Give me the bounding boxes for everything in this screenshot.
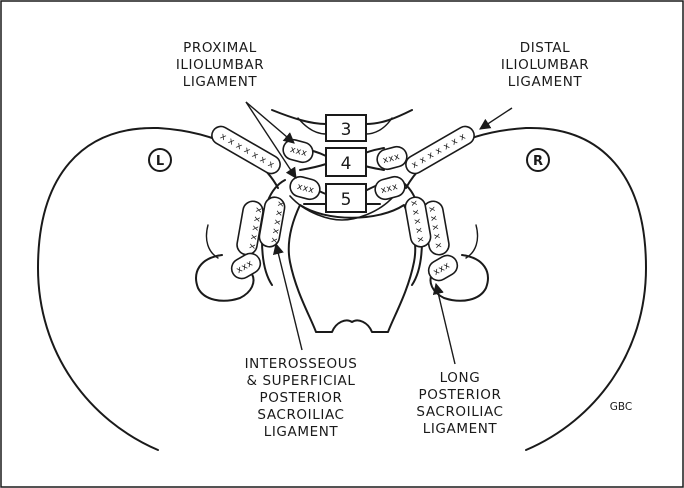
label-interosseous-superficial-ligament: INTEROSSEOUS & SUPERFICIAL POSTERIOR SAC… bbox=[216, 356, 386, 441]
label-proximal-iliolumbar-ligament: PROXIMAL ILIOLUMBAR LIGAMENT bbox=[140, 40, 300, 91]
vertebra-l4-number: 4 bbox=[341, 154, 352, 174]
right-side-letter: R bbox=[533, 154, 543, 169]
l3-transverse-left bbox=[272, 110, 326, 124]
long-posterior-arrow bbox=[436, 284, 455, 364]
credit-label: GBC bbox=[610, 401, 633, 413]
distal-arrow bbox=[480, 108, 512, 129]
label-distal-iliolumbar-ligament: DISTAL ILIOLUMBAR LIGAMENT bbox=[470, 40, 620, 91]
sacrum bbox=[289, 205, 416, 332]
vertebra-l3-number: 3 bbox=[341, 120, 352, 140]
proximal-arrow-to-l4 bbox=[246, 102, 294, 143]
left-side-letter: L bbox=[156, 154, 164, 169]
vertebra-l5-number: 5 bbox=[341, 190, 352, 210]
label-long-posterior-ligament: LONG POSTERIOR SACROILIAC LIGAMENT bbox=[400, 370, 520, 438]
